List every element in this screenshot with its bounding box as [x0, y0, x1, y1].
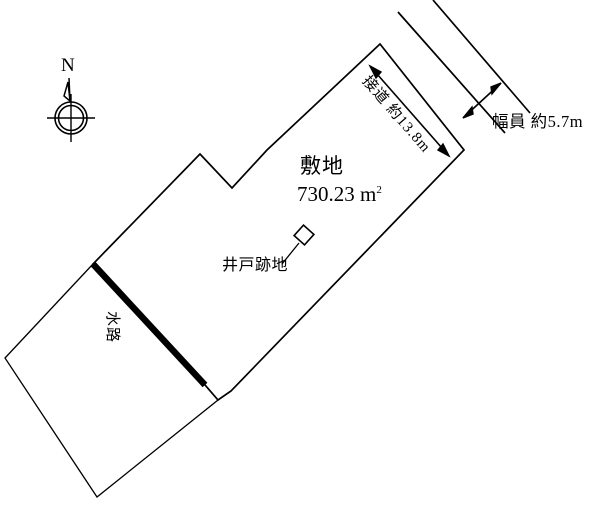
site-area-label: 730.23 m2 [297, 183, 382, 205]
site-parcel-outline [91, 42, 466, 402]
compass-rose-icon [47, 77, 95, 142]
compass-north-label: N [61, 55, 75, 76]
site-name-label: 敷地 [300, 154, 344, 178]
waterway-label: 水路 [104, 311, 120, 344]
site-area-exponent: 2 [376, 184, 382, 196]
well-marker-icon [281, 223, 316, 265]
frontage-dimension-arrow [368, 64, 451, 158]
waterway-line [90, 261, 208, 388]
well-site-label: 井戸跡地 [222, 257, 289, 274]
site-area-value: 730.23 [297, 182, 355, 206]
road-outer-edge [397, 11, 506, 134]
site-area-unit: m [360, 182, 377, 206]
road-width-dimension-arrow [462, 82, 502, 119]
road-width-label: 幅員 約5.7m [492, 112, 584, 131]
road-far-edge [432, 0, 531, 114]
neighbor-parcel-outline [4, 263, 219, 498]
